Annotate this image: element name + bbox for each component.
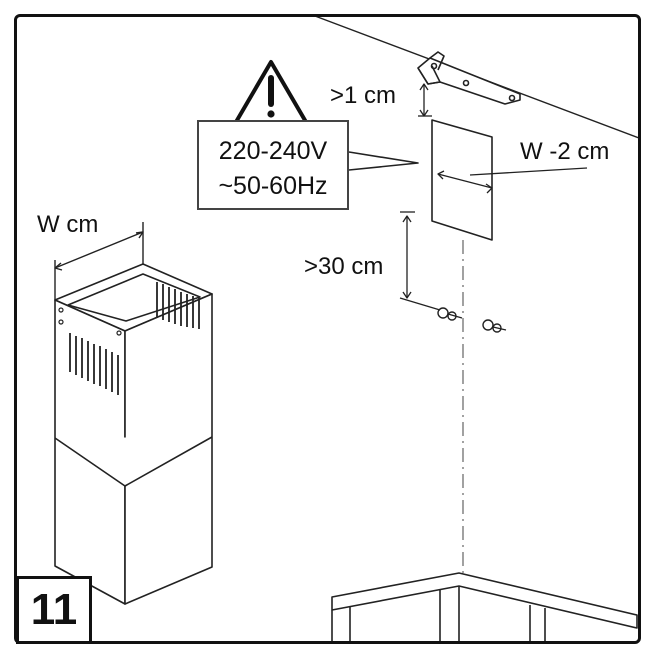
vent-slots-right	[156, 282, 200, 329]
step-badge: 11	[16, 576, 92, 644]
upper-bracket	[417, 51, 521, 105]
voltage-label: 220-240V	[218, 137, 328, 165]
bracket-gap-label: >1 cm	[330, 82, 397, 109]
chimney-cover	[54, 263, 213, 605]
chimney-width-dimension	[54, 222, 144, 300]
chimney-width-label: W cm	[37, 211, 99, 238]
warning-triangle-icon	[234, 60, 308, 124]
wall-screws	[437, 307, 507, 333]
frequency-label: ~50-60Hz	[218, 172, 328, 200]
hood-body	[331, 572, 638, 644]
voltage-box: 220-240V ~50-60Hz	[197, 120, 349, 210]
screw-dimension	[399, 211, 441, 311]
bracket-width-label: W -2 cm	[520, 138, 610, 165]
screw-gap-label: >30 cm	[304, 253, 384, 280]
warning-pointer	[348, 151, 419, 171]
figure-frame	[14, 14, 641, 644]
gap-dimension	[418, 83, 432, 117]
vent-slots-left	[69, 333, 119, 395]
width-minus-dimension	[437, 167, 588, 194]
step-number: 11	[30, 585, 78, 634]
